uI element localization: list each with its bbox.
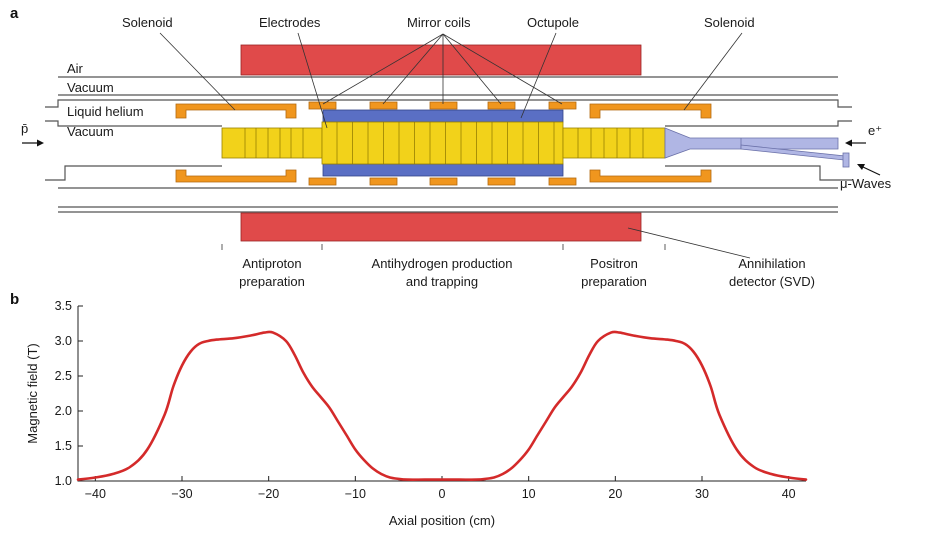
solenoid-right-top	[589, 103, 712, 119]
solenoid-right-callout: Solenoid	[704, 15, 755, 30]
x-tick-label: −10	[345, 487, 366, 501]
antiproton-prep-line2: preparation	[239, 274, 305, 289]
y-tick-label: 1.0	[55, 474, 72, 488]
solenoid-left-top	[175, 103, 297, 119]
leader-lines	[159, 32, 751, 259]
solenoid-left-callout: Solenoid	[122, 15, 173, 30]
antihydrogen-line1: Antihydrogen production	[372, 256, 513, 271]
x-tick-label: 40	[782, 487, 796, 501]
magnetic-field-series-line	[76, 330, 808, 481]
positron-beam-label: e⁺	[868, 123, 882, 138]
x-tick-label: −20	[258, 487, 279, 501]
cryostat-walls	[45, 76, 852, 213]
y-tick-label: 2.0	[55, 404, 72, 418]
liquid-helium-label: Liquid helium	[67, 104, 144, 119]
x-tick-label: −30	[171, 487, 192, 501]
beam-arrows	[22, 139, 881, 176]
antiproton-beam-label: p̄	[21, 121, 28, 136]
detector-line2: detector (SVD)	[729, 274, 815, 289]
octupole-top	[322, 109, 564, 123]
x-tick-label: 20	[608, 487, 622, 501]
y-axis-label: Magnetic field (T)	[25, 343, 40, 443]
panel-a-label: a	[10, 5, 19, 22]
antiproton-prep-line1: Antiproton	[242, 256, 301, 271]
section-brackets	[221, 244, 666, 250]
mirror-coils-callout: Mirror coils	[407, 15, 471, 30]
octupole-callout: Octupole	[527, 15, 579, 30]
positron-prep-line1: Positron	[590, 256, 638, 271]
plot-axes	[77, 306, 806, 482]
panel-b-label: b	[10, 291, 19, 308]
y-tick-label: 3.5	[55, 299, 72, 313]
x-tick-label: 30	[695, 487, 709, 501]
x-tick-label: 10	[522, 487, 536, 501]
positron-line	[664, 127, 850, 168]
x-tick-label: −40	[85, 487, 106, 501]
microwave-label: μ-Waves	[840, 176, 892, 191]
detector-bottom	[240, 212, 642, 242]
y-tick-label: 2.5	[55, 369, 72, 383]
magnetic-field-chart: −40 −30 −20 −10 0 10 20 30 40 1.0 1.5 2.0 2.5 3.0 3.5…	[25, 299, 808, 528]
y-tick-label: 1.5	[55, 439, 72, 453]
solenoid-left-bottom	[175, 169, 297, 183]
electrodes-callout: Electrodes	[259, 15, 321, 30]
positron-prep-line2: preparation	[581, 274, 647, 289]
antihydrogen-line2: and trapping	[406, 274, 478, 289]
detector-top	[240, 44, 642, 76]
electrode-stack	[221, 121, 666, 165]
vacuum-outer-label: Vacuum	[67, 80, 114, 95]
air-region-label: Air	[67, 61, 84, 76]
mirror-coils	[308, 101, 577, 186]
y-tick-label: 3.0	[55, 334, 72, 348]
x-axis-label: Axial position (cm)	[389, 513, 495, 528]
x-tick-label: 0	[439, 487, 446, 501]
vacuum-inner-label: Vacuum	[67, 124, 114, 139]
detector-line1: Annihilation	[738, 256, 805, 271]
solenoid-right-bottom	[589, 169, 712, 183]
octupole-bottom	[322, 163, 564, 177]
